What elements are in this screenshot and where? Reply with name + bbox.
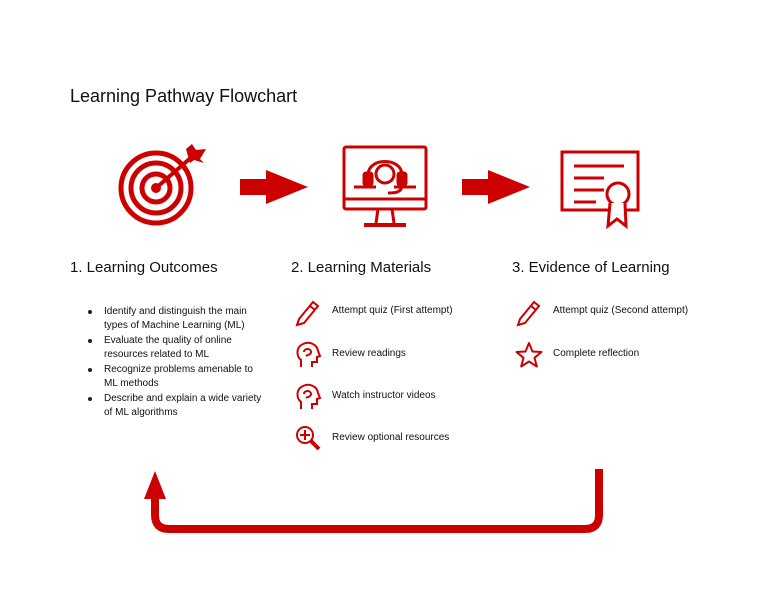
pencil-icon — [295, 300, 320, 327]
headset-monitor-icon — [342, 145, 428, 227]
activity-label: Watch instructor videos — [332, 390, 436, 401]
star-icon — [515, 342, 543, 368]
arrow-right-icon — [240, 170, 308, 204]
activity-label: Review optional resources — [332, 432, 450, 443]
list-item: Identify and distinguish the main types … — [88, 305, 268, 333]
activity-label: Complete reflection — [553, 348, 640, 359]
outcomes-list: Identify and distinguish the main types … — [88, 305, 268, 421]
step-title-evidence-of-learning: 3. Evidence of Learning — [512, 259, 670, 276]
brain-head-icon — [296, 383, 322, 409]
step-title-learning-outcomes: 1. Learning Outcomes — [70, 259, 218, 276]
brain-head-icon — [296, 341, 322, 367]
pencil-icon — [516, 300, 541, 327]
certificate-icon — [560, 150, 640, 230]
return-arrow-icon — [144, 469, 603, 533]
zoom-in-icon — [296, 426, 321, 451]
target-icon — [118, 144, 206, 226]
activity-label: Attempt quiz (First attempt) — [332, 305, 453, 316]
page-title: Learning Pathway Flowchart — [70, 86, 298, 106]
activity-label: Attempt quiz (Second attempt) — [553, 305, 689, 316]
list-item: Recognize problems amenable to ML method… — [88, 363, 268, 391]
list-item: Evaluate the quality of online resources… — [88, 334, 268, 362]
step-title-learning-materials: 2. Learning Materials — [291, 259, 432, 276]
activity-label: Review readings — [332, 348, 406, 359]
list-item: Describe and explain a wide variety of M… — [88, 392, 268, 420]
arrow-right-icon — [462, 170, 530, 204]
